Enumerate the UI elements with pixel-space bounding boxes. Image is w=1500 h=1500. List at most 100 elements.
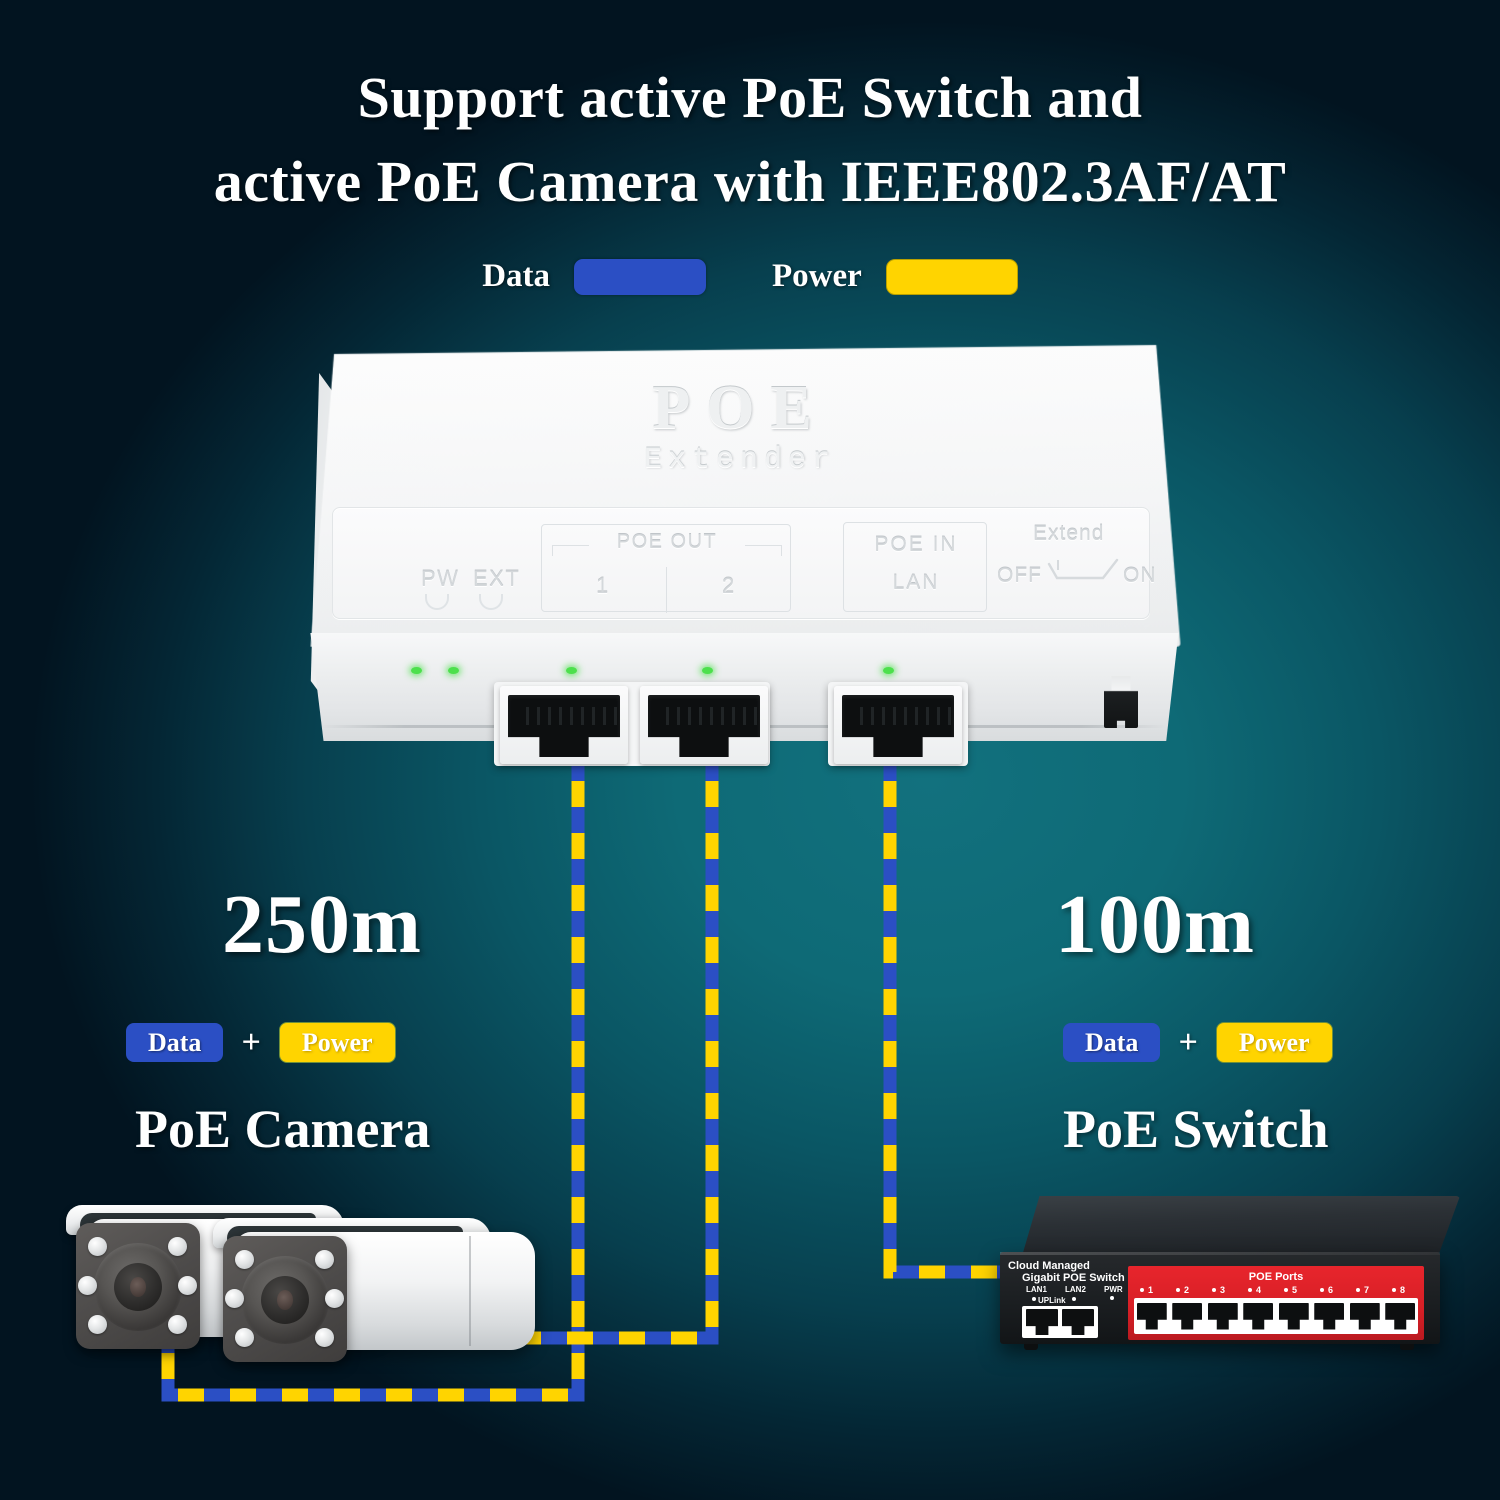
switch-top-panel [1022,1196,1460,1256]
rj45-jack-poe-6[interactable] [1314,1302,1345,1330]
poe-port-number-1: 1 [1148,1285,1154,1295]
poe-port-number-2: 2 [1184,1285,1190,1295]
rj45-jack-poe-out-2[interactable] [640,686,768,764]
front-led-out1 [566,667,577,674]
front-led-out2 [702,667,713,674]
badge-data-right: Data [1063,1023,1161,1063]
switch-poe-ports-title: POE Ports [1248,1271,1304,1283]
switch-poe-port-panel: POE Ports 1 2 3 4 5 6 7 8 [1128,1266,1424,1340]
poe-out-title: POE OUT [542,531,792,556]
ir-led-icon [168,1315,187,1334]
camera-front-bezel [76,1223,200,1349]
extend-switch-marking: Extend OFF ON [997,518,1157,612]
rj45-jack-poe-out-1[interactable] [500,686,628,764]
camera-lens-outer [241,1256,329,1344]
extender-brand-extender: Extender [643,443,837,477]
rj45-jack-poe-7[interactable] [1349,1302,1380,1330]
camera-front-bezel [223,1236,347,1362]
ir-led-icon [325,1289,344,1308]
legend-item-data: Data [482,258,707,295]
legend-data-label: Data [482,258,551,294]
ir-led-icon [78,1276,97,1295]
rj45-jack-poe-5[interactable] [1278,1302,1309,1330]
poe-out-group: POE OUT 1 2 [541,524,792,613]
label-pw: PW [421,566,460,591]
poe-port-number-5: 5 [1292,1285,1298,1295]
rj45-jack-poe-4[interactable] [1243,1302,1274,1330]
cable-poe-in-lan [883,742,1000,1279]
ir-led-icon [315,1250,334,1269]
switch-uplink-label: UPLink [1038,1296,1066,1305]
switch-brand-line-1: Cloud Managed [1008,1260,1090,1272]
rj45-port-opening [508,695,620,757]
toggle-switch-icon [1047,558,1119,580]
plus-sign-left: + [241,1023,261,1061]
poe-port-led-8 [1392,1288,1396,1292]
poe-out-port-2-label: 2 [722,573,735,598]
poe-port-led-7 [1356,1288,1360,1292]
rj45-port-opening [842,695,954,757]
plus-sign-right: + [1178,1023,1198,1061]
badges-left: Data + Power [126,1022,396,1064]
rj45-jack-poe-1[interactable] [1136,1302,1167,1330]
legend-power-swatch [885,258,1018,295]
switch-pwr-led [1110,1296,1114,1300]
caption-poe-camera: PoE Camera [135,1099,431,1159]
switch-brand-line-2: Gigabit POE Switch [1022,1272,1125,1284]
label-ext: EXT [473,566,521,591]
rj45-jack-poe-8[interactable] [1385,1302,1416,1330]
poe-port-number-4: 4 [1256,1285,1262,1295]
caption-poe-switch: PoE Switch [1063,1099,1329,1159]
poe-port-led-3 [1212,1288,1216,1292]
extender-label-panel: PW EXT POE OUT 1 2 POE IN LAN Extend OFF… [332,507,1156,619]
switch-pwr-label: PWR [1104,1285,1123,1294]
badges-right: Data + Power [1063,1022,1333,1064]
switch-lan2-label: LAN2 [1065,1285,1086,1294]
switch-front-panel: Cloud Managed Gigabit POE Switch LAN1 LA… [1000,1252,1440,1344]
ir-led-icon [315,1328,334,1347]
legend-item-power: Power [772,258,1018,295]
rj45-jack-lan1[interactable] [1026,1309,1058,1335]
camera-lens-inner [261,1276,309,1324]
distance-left: 250m [222,878,422,971]
legend-data-swatch [574,258,707,295]
ir-led-icon [168,1237,187,1256]
poe-in-title: POE IN [874,533,958,556]
poe-port-led-2 [1176,1288,1180,1292]
rj45-port-opening [648,695,760,757]
switch-foot-right [1400,1344,1414,1350]
rj45-jack-poe-3[interactable] [1207,1302,1238,1330]
rj45-pins [860,707,952,725]
poe-port-led-6 [1320,1288,1324,1292]
legend-power-label: Power [772,258,862,294]
extend-switch-title: Extend [1033,522,1105,545]
poe-port-number-7: 7 [1364,1285,1370,1295]
switch-lan1-label: LAN1 [1026,1285,1047,1294]
poe-port-led-5 [1284,1288,1288,1292]
poe-port-led-1 [1140,1288,1144,1292]
ir-led-icon [235,1250,254,1269]
poe-in-lan-label: LAN [892,571,940,594]
switch-uplink-dot-left [1032,1297,1036,1301]
page-title: Support active PoE Switch and active PoE… [0,56,1500,224]
rj45-jack-lan2[interactable] [1062,1309,1094,1335]
poe-in-group: POE IN LAN [843,522,987,612]
rj45-jack-poe-in-lan[interactable] [834,686,962,764]
extender-brand-poe: POE [652,374,828,442]
switch-uplink-dot-right [1072,1297,1076,1301]
ir-led-icon [88,1237,107,1256]
title-line-2: active PoE Camera with IEEE802.3AF/AT [213,149,1287,215]
led-ring-ext-icon [479,594,503,610]
front-led-in [883,667,894,674]
led-ring-pw-icon [425,594,449,610]
ir-led-icon [178,1276,197,1295]
title-line-1: Support active PoE Switch and [357,65,1143,130]
poe-out-port-1-label: 1 [596,573,609,598]
switch-uplink-port-group [1022,1306,1098,1338]
camera-lens-inner [114,1263,162,1311]
badge-power-right: Power [1215,1022,1333,1064]
rj45-jack-poe-2[interactable] [1172,1302,1203,1330]
legend: Data Power [0,258,1500,295]
camera-lens-core [130,1277,146,1297]
